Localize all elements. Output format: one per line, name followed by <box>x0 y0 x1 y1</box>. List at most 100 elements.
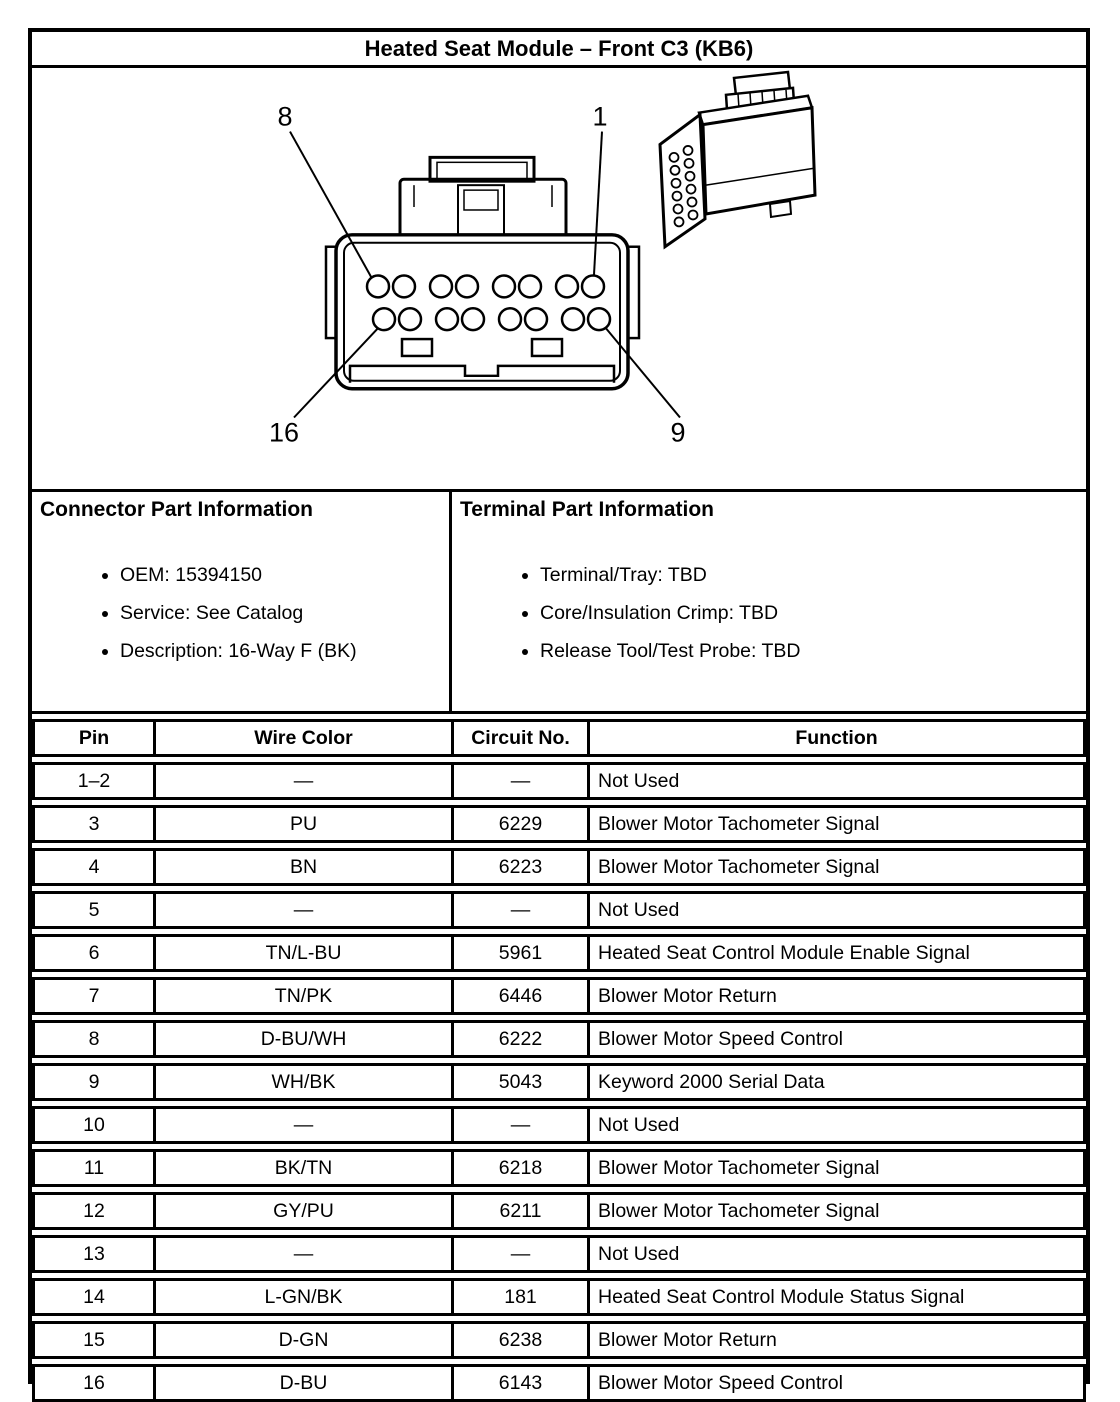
connector-front-view <box>324 155 641 391</box>
table-cell: 6211 <box>451 1195 587 1227</box>
list-item: Service: See Catalog <box>120 602 441 625</box>
connector-diagram: 8 1 16 9 <box>32 68 1086 492</box>
table-cell: 10 <box>83 1114 105 1136</box>
table-cell: 13 <box>83 1243 105 1265</box>
table-header-row: Pin Wire Color Circuit No. Function <box>32 719 1086 757</box>
pin-cavity <box>580 274 606 299</box>
pin-cavity <box>428 274 454 299</box>
table-cell: GY/PU <box>153 1195 451 1227</box>
pin-cavity <box>434 307 460 332</box>
callout-leader-line <box>289 131 373 279</box>
table-cell: 12 <box>83 1200 105 1222</box>
table-cell: Keyword 2000 Serial Data <box>587 1066 1083 1098</box>
column-header-circuit-no: Circuit No. <box>451 722 587 754</box>
table-cell: 181 <box>451 1281 587 1313</box>
table-cell: — <box>153 1238 451 1270</box>
pin-cavity <box>397 307 423 332</box>
table-cell: Not Used <box>587 894 1083 926</box>
column-header-pin: Pin <box>78 727 110 749</box>
table-cell: 7 <box>88 985 100 1007</box>
table-cell: 5043 <box>451 1066 587 1098</box>
document-page: Heated Seat Module – Front C3 (KB6) <box>28 28 1090 1402</box>
table-cell: 3 <box>88 813 100 835</box>
table-cell: 6222 <box>451 1023 587 1055</box>
connector-part-info-heading: Connector Part Information <box>40 498 314 521</box>
callout-leader-line <box>293 327 379 419</box>
pin-cavity <box>560 307 586 332</box>
pin-callout-label: 16 <box>269 417 299 447</box>
table-cell: TN/L-BU <box>153 937 451 969</box>
list-item: Core/Insulation Crimp: TBD <box>540 602 1078 625</box>
terminal-part-info-heading: Terminal Part Information <box>460 498 714 521</box>
pin-callout-label: 1 <box>592 102 607 132</box>
pin-cavity <box>365 274 391 299</box>
pin-cavity <box>554 274 580 299</box>
table-cell: 8 <box>88 1028 100 1050</box>
table-cell: Blower Motor Speed Control <box>587 1023 1083 1055</box>
table-cell: Blower Motor Tachometer Signal <box>587 808 1083 840</box>
pin-cavity <box>454 274 480 299</box>
table-cell: — <box>451 765 587 797</box>
table-cell: Heated Seat Control Module Enable Signal <box>587 937 1083 969</box>
connector-3d-view <box>658 70 817 250</box>
table-cell: WH/BK <box>153 1066 451 1098</box>
terminal-part-info-list: Terminal/Tray: TBD Core/Insulation Crimp… <box>460 564 1078 663</box>
connector-diagram-svg: 8 1 16 9 <box>269 70 817 448</box>
pin-cavity <box>460 307 486 332</box>
table-cell: 6 <box>88 942 100 964</box>
table-cell: D-BU/WH <box>153 1023 451 1055</box>
table-cell: 16 <box>83 1372 105 1394</box>
table-cell: 5 <box>88 899 100 921</box>
pinout-table: Pin Wire Color Circuit No. Function 1–2—… <box>32 714 1086 1402</box>
table-cell: TN/PK <box>153 980 451 1012</box>
table-cell: D-BU <box>153 1367 451 1399</box>
table-row: 5——Not Used <box>32 891 1086 929</box>
list-item: OEM: 15394150 <box>120 564 441 587</box>
table-cell: — <box>451 894 587 926</box>
table-cell: 6238 <box>451 1324 587 1356</box>
table-cell: — <box>451 1109 587 1141</box>
table-cell: PU <box>153 808 451 840</box>
table-cell: 4 <box>88 856 100 878</box>
table-cell: — <box>153 894 451 926</box>
callout-leader-line <box>593 131 603 275</box>
table-cell: BN <box>153 851 451 883</box>
table-cell: Blower Motor Tachometer Signal <box>587 851 1083 883</box>
pin-cavity <box>523 307 549 332</box>
pin-callouts: 8 1 16 9 <box>269 102 686 448</box>
list-item: Description: 16-Way F (BK) <box>120 640 441 663</box>
table-cell: Not Used <box>587 1109 1083 1141</box>
table-row: 13——Not Used <box>32 1235 1086 1273</box>
table-cell: 9 <box>88 1071 100 1093</box>
table-cell: 6143 <box>451 1367 587 1399</box>
table-cell: Blower Motor Return <box>587 980 1083 1012</box>
pin-row-bottom <box>371 307 612 332</box>
table-cell: 5961 <box>451 937 587 969</box>
pin-cavity <box>491 274 517 299</box>
table-cell: BK/TN <box>153 1152 451 1184</box>
pin-callout-label: 9 <box>670 417 685 447</box>
table-cell: Blower Motor Return <box>587 1324 1083 1356</box>
part-information-section: Connector Part Information OEM: 15394150… <box>32 492 1086 714</box>
connector-part-info: Connector Part Information OEM: 15394150… <box>32 492 452 711</box>
pin-cavity <box>391 274 417 299</box>
table-cell: 15 <box>83 1329 105 1351</box>
pin-callout-label: 8 <box>277 102 292 132</box>
table-cell: 6223 <box>451 851 587 883</box>
table-cell: 6218 <box>451 1152 587 1184</box>
table-cell: 6229 <box>451 808 587 840</box>
table-cell: Heated Seat Control Module Status Signal <box>587 1281 1083 1313</box>
table-cell: — <box>153 1109 451 1141</box>
pin-cavity <box>371 307 397 332</box>
connector-part-info-list: OEM: 15394150 Service: See Catalog Descr… <box>40 564 441 663</box>
